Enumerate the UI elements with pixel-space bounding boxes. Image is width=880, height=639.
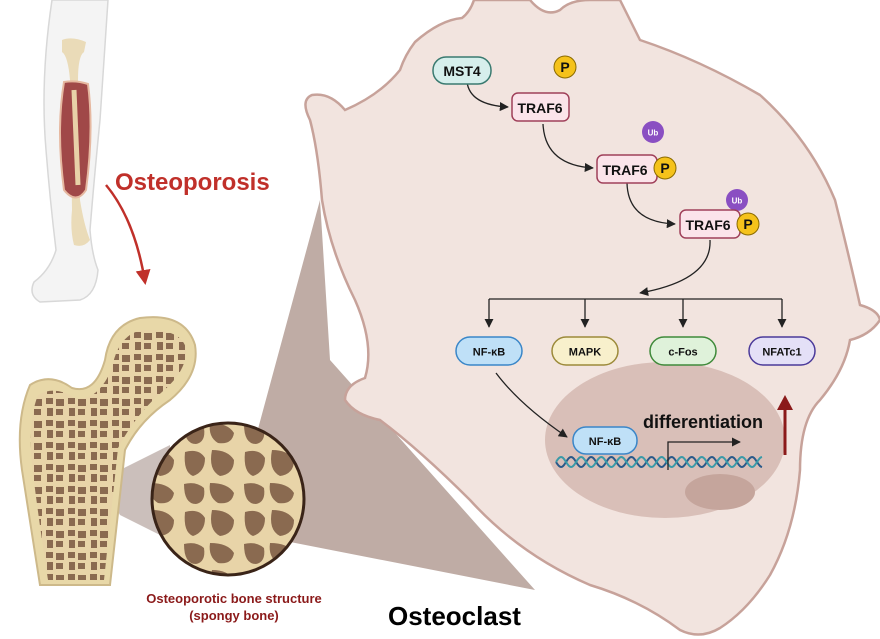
target-node-c-fos: c-Fos <box>649 336 717 366</box>
arrow-mst4-traf6 <box>466 81 509 112</box>
target-node-nf-b: NF-κB <box>455 336 523 366</box>
target-nodes: NF-κB MAPK c-Fos NFATc1 <box>455 336 816 366</box>
nfkb-nuclear-label: NF-κB <box>589 436 621 448</box>
traf6-phospho-label: TRAF6 <box>602 162 647 178</box>
ubiquitin-c: Ub <box>726 189 748 211</box>
target-node-nfatc1: NFATc1 <box>748 336 816 366</box>
transcription-start-arrow <box>667 437 741 470</box>
arrow-traf6p-traf6ub <box>626 182 676 229</box>
mst4-label: MST4 <box>443 63 481 79</box>
upregulation-arrow-icon <box>777 395 793 455</box>
branch-connector <box>484 298 787 328</box>
node-nfkb-nuclear: NF-κB <box>572 426 638 455</box>
node-traf6-phospho: TRAF6 P <box>596 154 677 184</box>
phospho-c-label: P <box>743 216 752 232</box>
ubiquitin-b-label: Ub <box>648 129 659 138</box>
ubiquitin-c-label: Ub <box>732 197 743 206</box>
zoom-wedge-cell <box>255 200 535 590</box>
traf6-ub-phospho-label: TRAF6 <box>685 217 730 233</box>
ubiquitin-b: Ub <box>642 121 664 143</box>
femur-illustration <box>18 316 197 586</box>
arrow-nfkb-translocation <box>495 372 568 438</box>
osteoporosis-label: Osteoporosis <box>115 169 270 196</box>
target-node-label: NFATc1 <box>762 347 801 359</box>
osteoclast-title: Osteoclast <box>388 601 521 631</box>
bone-caption-line2: (spongy bone) <box>189 608 279 623</box>
differentiation-label: differentiation <box>643 412 763 432</box>
progression-arrow <box>105 184 151 285</box>
node-traf6: TRAF6 <box>511 92 570 122</box>
target-node-label: NF-κB <box>473 347 505 359</box>
target-node-label: c-Fos <box>668 347 697 359</box>
leg-illustration <box>31 0 109 303</box>
target-node-label: MAPK <box>569 347 601 359</box>
node-traf6-ub-phospho: TRAF6 P <box>679 209 760 239</box>
bone-caption-line1: Osteoporotic bone structure <box>146 591 322 606</box>
phosphate-free-label: P <box>560 59 569 75</box>
spongy-bone-magnified <box>150 421 306 577</box>
arrow-traf6ub-branch <box>639 239 711 297</box>
arrow-traf6-traf6p <box>542 123 594 173</box>
phosphate-free: P <box>553 55 577 79</box>
target-node-mapk: MAPK <box>551 336 619 366</box>
node-mst4: MST4 <box>432 56 492 85</box>
traf6-label: TRAF6 <box>517 100 562 116</box>
phospho-b-label: P <box>660 160 669 176</box>
nucleolus <box>685 474 755 510</box>
dna-helix <box>555 455 763 469</box>
